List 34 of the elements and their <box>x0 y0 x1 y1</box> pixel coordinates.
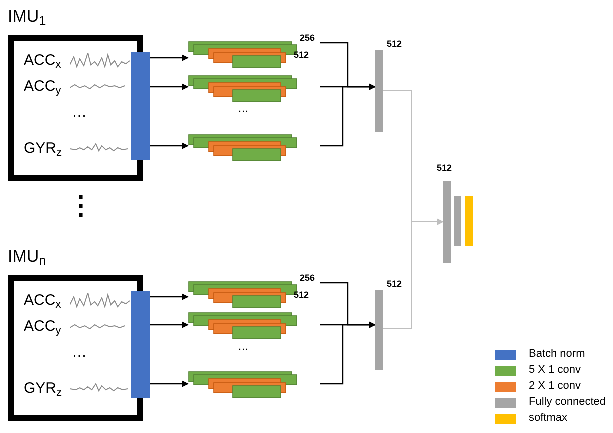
signal-label: GYR$_{z}$ <box>24 141 62 156</box>
signal-label: … <box>72 345 87 360</box>
signal-label: ACC$_{x}$ <box>24 293 62 308</box>
arrow <box>382 218 444 330</box>
legend-label: Fully connected <box>529 396 606 409</box>
signal-label: … <box>72 105 87 120</box>
signal-label: GYR$_{z}$ <box>24 381 62 396</box>
arrow <box>150 142 189 150</box>
arrow <box>150 322 189 328</box>
arrow <box>150 84 189 90</box>
legend-label: Batch norm <box>529 348 586 361</box>
layer-size-label: 512 <box>294 51 310 60</box>
signal-label: ACC$_{x}$ <box>24 53 62 68</box>
sensor-heading: IMU$_{1}$ <box>8 8 46 25</box>
layer-size-label: 512 <box>294 291 310 300</box>
arrow <box>320 322 376 385</box>
arrow <box>150 294 189 300</box>
layer-size-label: 256 <box>300 274 316 283</box>
layer-size-label: 512 <box>437 164 452 173</box>
ellipsis-label: ⋮ <box>68 192 94 218</box>
legend-label: softmax <box>529 412 568 425</box>
arrow <box>150 380 189 388</box>
signal-label: ACC$_{y}$ <box>24 79 62 94</box>
layer-size-label: 512 <box>387 280 402 289</box>
legend-label: 5 X 1 conv <box>529 364 581 377</box>
signal-label: ACC$_{y}$ <box>24 319 62 334</box>
arrow <box>150 54 189 62</box>
layer-size-label: 256 <box>300 34 316 43</box>
layer-size-label: 512 <box>387 40 402 49</box>
ellipsis-label: … <box>238 104 249 115</box>
legend-label: 2 X 1 conv <box>529 380 581 393</box>
sensor-heading: IMU$_{n}$ <box>8 248 46 265</box>
ellipsis-label: … <box>238 342 249 353</box>
arrow <box>320 84 376 147</box>
